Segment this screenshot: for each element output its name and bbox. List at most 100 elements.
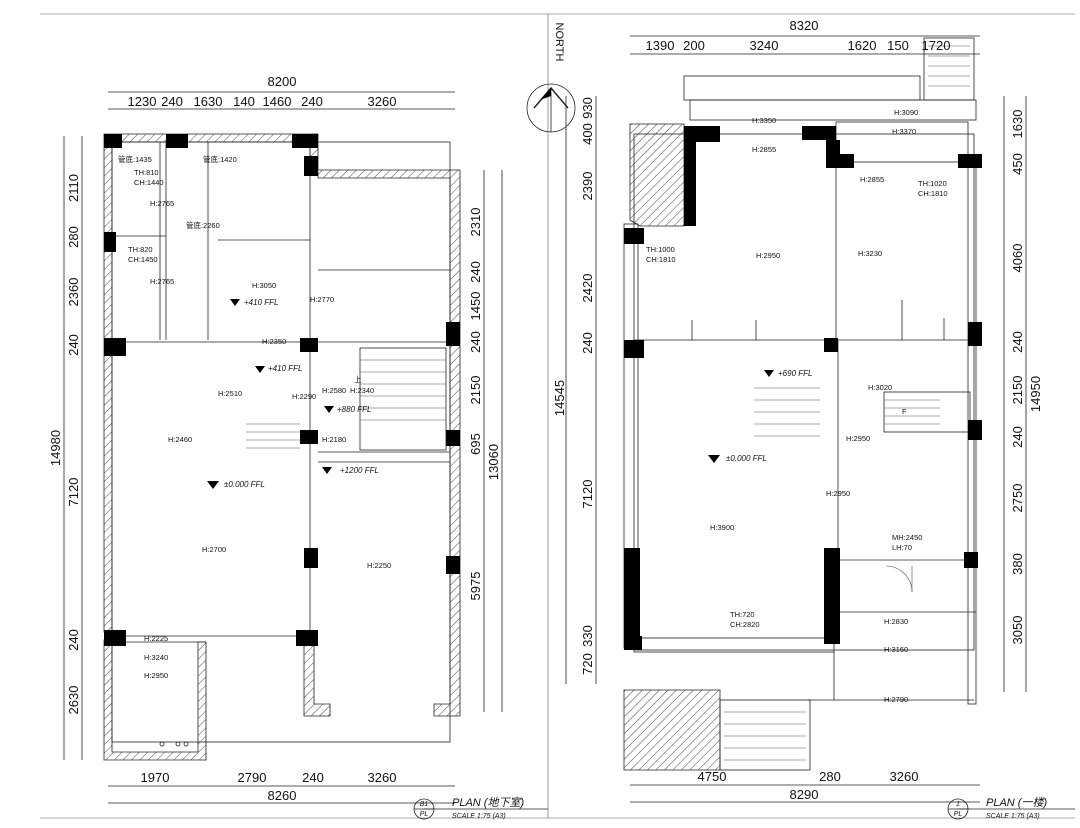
room-label: CH:1450 — [128, 255, 158, 264]
room-label: H:3370 — [892, 127, 916, 136]
room-label: H:2180 — [322, 435, 346, 444]
svg-text:B1: B1 — [420, 801, 429, 808]
room-label: MH:2450 — [892, 533, 922, 542]
room-label: H:2460 — [168, 435, 192, 444]
room-label: H:2225 — [144, 634, 168, 643]
right-bottom-dim-1: 4750 — [698, 769, 727, 784]
left-right-dim-3: 1450 — [468, 292, 483, 321]
right-left-total: 14545 — [552, 380, 567, 416]
svg-text:1: 1 — [956, 801, 960, 808]
svg-text:+1200 FFL: +1200 FFL — [340, 466, 379, 475]
right-right-dim-3: 4060 — [1010, 244, 1025, 273]
svg-text:SCALE 1:75 (A3): SCALE 1:75 (A3) — [452, 813, 506, 820]
room-label: H:2950 — [846, 434, 870, 443]
room-label: H:2950 — [144, 671, 168, 680]
room-label: H:2950 — [756, 251, 780, 260]
right-left-dim-6: 7120 — [580, 480, 595, 509]
left-right-dim-4: 240 — [468, 331, 483, 353]
room-label: H:3900 — [710, 523, 734, 532]
room-label: CH:1810 — [646, 255, 676, 264]
svg-text:SCALE 1:75 (A3): SCALE 1:75 (A3) — [986, 813, 1040, 820]
room-label: TH:810 — [134, 168, 159, 177]
sheet-frame — [40, 13, 1075, 819]
room-label: TH:720 — [730, 610, 755, 619]
right-right-dim-9: 3050 — [1010, 616, 1025, 645]
right-top-dim-4: 1620 — [848, 38, 877, 53]
left-right-dim-1: 2310 — [468, 208, 483, 237]
left-right-dim-6: 695 — [468, 433, 483, 455]
room-label: H:3230 — [858, 249, 882, 258]
left-building-walls — [103, 133, 461, 761]
right-right-dim-1: 1630 — [1010, 110, 1025, 139]
room-label: H:3020 — [868, 383, 892, 392]
right-right-total: 14950 — [1028, 376, 1043, 412]
level-marker: +1200 FFL — [322, 466, 379, 475]
room-label: H:2250 — [367, 561, 391, 570]
room-label: H:3160 — [884, 645, 908, 654]
left-top-dim-7: 3260 — [368, 94, 397, 109]
room-label: H:3090 — [894, 108, 918, 117]
room-label: H:2510 — [218, 389, 242, 398]
level-marker: ±0.000 FFL — [207, 480, 265, 489]
left-left-dim-5: 7120 — [66, 478, 81, 507]
room-label: CH:1440 — [134, 178, 164, 187]
left-top-dim-5: 1460 — [263, 94, 292, 109]
left-plan-caption: B1 PL PLAN (地下室) SCALE 1:75 (A3) — [413, 796, 548, 820]
room-label: H:2855 — [752, 145, 776, 154]
right-right-dim-6: 240 — [1010, 426, 1025, 448]
right-bottom-total: 8290 — [790, 787, 819, 802]
svg-text:±0.000 FFL: ±0.000 FFL — [224, 480, 265, 489]
right-top-dim-2: 200 — [683, 38, 705, 53]
basement-plan: 8200 1230 240 1630 140 1460 240 3260 149… — [48, 74, 548, 820]
room-label: H:2790 — [884, 695, 908, 704]
left-left-dim-1: 2110 — [66, 174, 81, 202]
room-label: 管底:1435 — [118, 154, 152, 164]
level-marker: +690 FFL — [764, 369, 812, 378]
ground-floor-plan: NORTH — [526, 18, 1075, 820]
right-bottom-dim-3: 3260 — [890, 769, 919, 784]
right-right-dim-7: 2750 — [1010, 484, 1025, 513]
svg-text:+410 FFL: +410 FFL — [244, 298, 278, 307]
right-top-dim-1: 1390 — [646, 38, 675, 53]
right-left-dim-3: 2390 — [580, 172, 595, 201]
room-label: H:2580 — [322, 386, 346, 395]
left-top-dim-4: 140 — [233, 94, 255, 109]
left-left-dim-7: 2630 — [66, 686, 81, 715]
north-label: NORTH — [553, 23, 565, 62]
room-label: 管底:1420 — [203, 154, 237, 164]
room-label: H:2290 — [292, 392, 316, 401]
left-right-total: 13060 — [486, 444, 501, 480]
left-bottom-total: 8260 — [268, 788, 297, 803]
right-left-dim-5: 240 — [580, 332, 595, 354]
svg-text:PL: PL — [420, 811, 429, 818]
room-label: 管底:2260 — [186, 220, 220, 230]
left-top-dim-2: 240 — [161, 94, 183, 109]
svg-text:+690 FFL: +690 FFL — [778, 369, 812, 378]
right-right-dim-2: 450 — [1010, 153, 1025, 175]
left-left-dim-4: 240 — [66, 334, 81, 356]
room-label: H:2765 — [150, 277, 174, 286]
room-label: H:2950 — [826, 489, 850, 498]
level-marker: ±0.000 FFL — [708, 454, 767, 463]
room-label: TH:1020 — [918, 179, 947, 188]
right-left-dim-8: 330 — [580, 625, 595, 647]
stair-direction-label: 上 — [354, 375, 362, 384]
right-bottom-dim-2: 280 — [819, 769, 841, 784]
room-label: H:2700 — [202, 545, 226, 554]
left-bottom-dim-4: 3260 — [368, 770, 397, 785]
right-left-dim-2: 930 — [580, 97, 595, 119]
left-left-dim-2: 280 — [66, 226, 81, 248]
right-plan-caption: 1 PL PLAN (一楼) SCALE 1:75 (A3) — [947, 796, 1075, 820]
left-right-dim-2: 240 — [468, 261, 483, 283]
room-label: H:2855 — [860, 175, 884, 184]
right-right-dim-8: 380 — [1010, 553, 1025, 575]
left-bottom-dim-2: 2790 — [238, 770, 267, 785]
left-top-dim-1: 1230 — [128, 94, 157, 109]
level-marker: +410 FFL — [230, 298, 278, 307]
right-right-dim-4: 240 — [1010, 331, 1025, 353]
room-label: H:3050 — [252, 281, 276, 290]
svg-text:+410 FFL: +410 FFL — [268, 364, 302, 373]
left-left-dim-6: 240 — [66, 629, 81, 651]
svg-text:±0.000 FFL: ±0.000 FFL — [726, 454, 767, 463]
level-marker: +880 FFL — [324, 405, 371, 414]
